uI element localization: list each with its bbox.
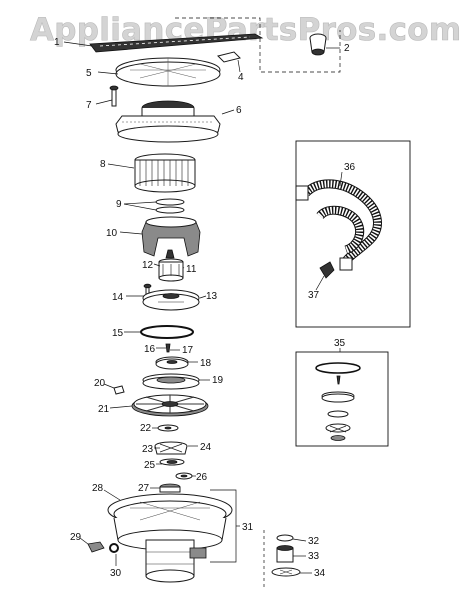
part-29-clamp[interactable]	[87, 541, 105, 553]
part-37-hose-clamp[interactable]	[319, 261, 335, 279]
part-25-seal[interactable]	[159, 458, 185, 466]
callout-22: 22	[140, 423, 152, 434]
part-34-cover[interactable]	[271, 567, 301, 577]
callout-2: 2	[344, 43, 350, 54]
callout-11: 11	[186, 264, 197, 275]
callout-33: 33	[308, 551, 320, 562]
part-36-drain-hose[interactable]	[295, 179, 382, 271]
kit-35-box	[295, 351, 389, 447]
callout-18: 18	[200, 358, 212, 369]
part-33-valve[interactable]	[276, 545, 294, 563]
part-2-cap[interactable]	[309, 33, 327, 56]
callout-21: 21	[98, 404, 110, 415]
part-35-subassembly[interactable]	[315, 362, 361, 441]
part-1-spray-arm[interactable]	[89, 33, 264, 53]
callout-5: 5	[86, 68, 92, 79]
part-32-ring[interactable]	[276, 534, 294, 542]
part-16-screw[interactable]	[165, 343, 171, 353]
callout-1: 1	[54, 37, 60, 48]
callout-20: 20	[94, 378, 106, 389]
callout-16: 16	[144, 344, 156, 355]
part-31-motor-housing[interactable]	[145, 539, 207, 583]
callout-labels: 1 2 4 5 6 7 8 9 10 11 12 13 14 15 16 17 …	[54, 37, 356, 579]
part-26-bearing[interactable]	[175, 472, 193, 480]
callout-30: 30	[110, 568, 122, 579]
callout-6: 6	[236, 105, 242, 116]
callout-8: 8	[100, 159, 106, 170]
part-13-pump-plate[interactable]	[142, 289, 200, 311]
callout-37: 37	[308, 290, 320, 301]
callout-17: 17	[182, 345, 194, 356]
callout-7: 7	[86, 100, 92, 111]
callout-4: 4	[238, 72, 244, 83]
part-9-o-rings[interactable]	[155, 198, 185, 214]
callout-25: 25	[144, 460, 156, 471]
callout-15: 15	[112, 328, 124, 339]
part-11-nut[interactable]	[165, 249, 175, 259]
hose-kit-box	[295, 140, 411, 328]
callout-13: 13	[206, 291, 218, 302]
part-23-impeller[interactable]	[154, 441, 188, 455]
callout-23: 23	[142, 444, 154, 455]
callout-24: 24	[200, 442, 212, 453]
part-20-clip[interactable]	[113, 385, 125, 395]
callout-29: 29	[70, 532, 82, 543]
watermark-text: AppliancePartsPros.com	[30, 12, 462, 48]
part-19-plate[interactable]	[142, 373, 200, 390]
callout-12: 12	[142, 260, 154, 271]
callout-19: 19	[212, 375, 224, 386]
callout-35: 35	[334, 338, 346, 349]
callout-32: 32	[308, 536, 320, 547]
part-15-o-ring[interactable]	[140, 325, 194, 339]
part-7-screw[interactable]	[109, 85, 119, 107]
callout-31: 31	[242, 522, 254, 533]
callout-28: 28	[92, 483, 104, 494]
callout-36: 36	[344, 162, 356, 173]
part-21-chopper-plate[interactable]	[131, 394, 209, 417]
callout-14: 14	[112, 292, 124, 303]
part-10-bracket[interactable]	[141, 216, 201, 257]
part-22-washer[interactable]	[157, 424, 179, 432]
part-30-ring[interactable]	[109, 543, 119, 553]
group-bracket-1-2-4	[175, 17, 341, 73]
callout-10: 10	[106, 228, 118, 239]
part-28-sump[interactable]	[107, 493, 233, 551]
part-4-clip[interactable]	[217, 51, 241, 63]
part-18-disc[interactable]	[155, 356, 189, 370]
callout-9: 9	[116, 199, 122, 210]
callout-26: 26	[196, 472, 208, 483]
callout-27: 27	[138, 483, 150, 494]
part-8-screen[interactable]	[134, 153, 196, 193]
callout-34: 34	[314, 568, 326, 579]
part-12-coupling[interactable]	[158, 258, 184, 282]
part-27-seal[interactable]	[159, 483, 181, 493]
part-5-upper-housing[interactable]	[115, 57, 221, 87]
part-6-impeller-housing[interactable]	[115, 100, 221, 143]
